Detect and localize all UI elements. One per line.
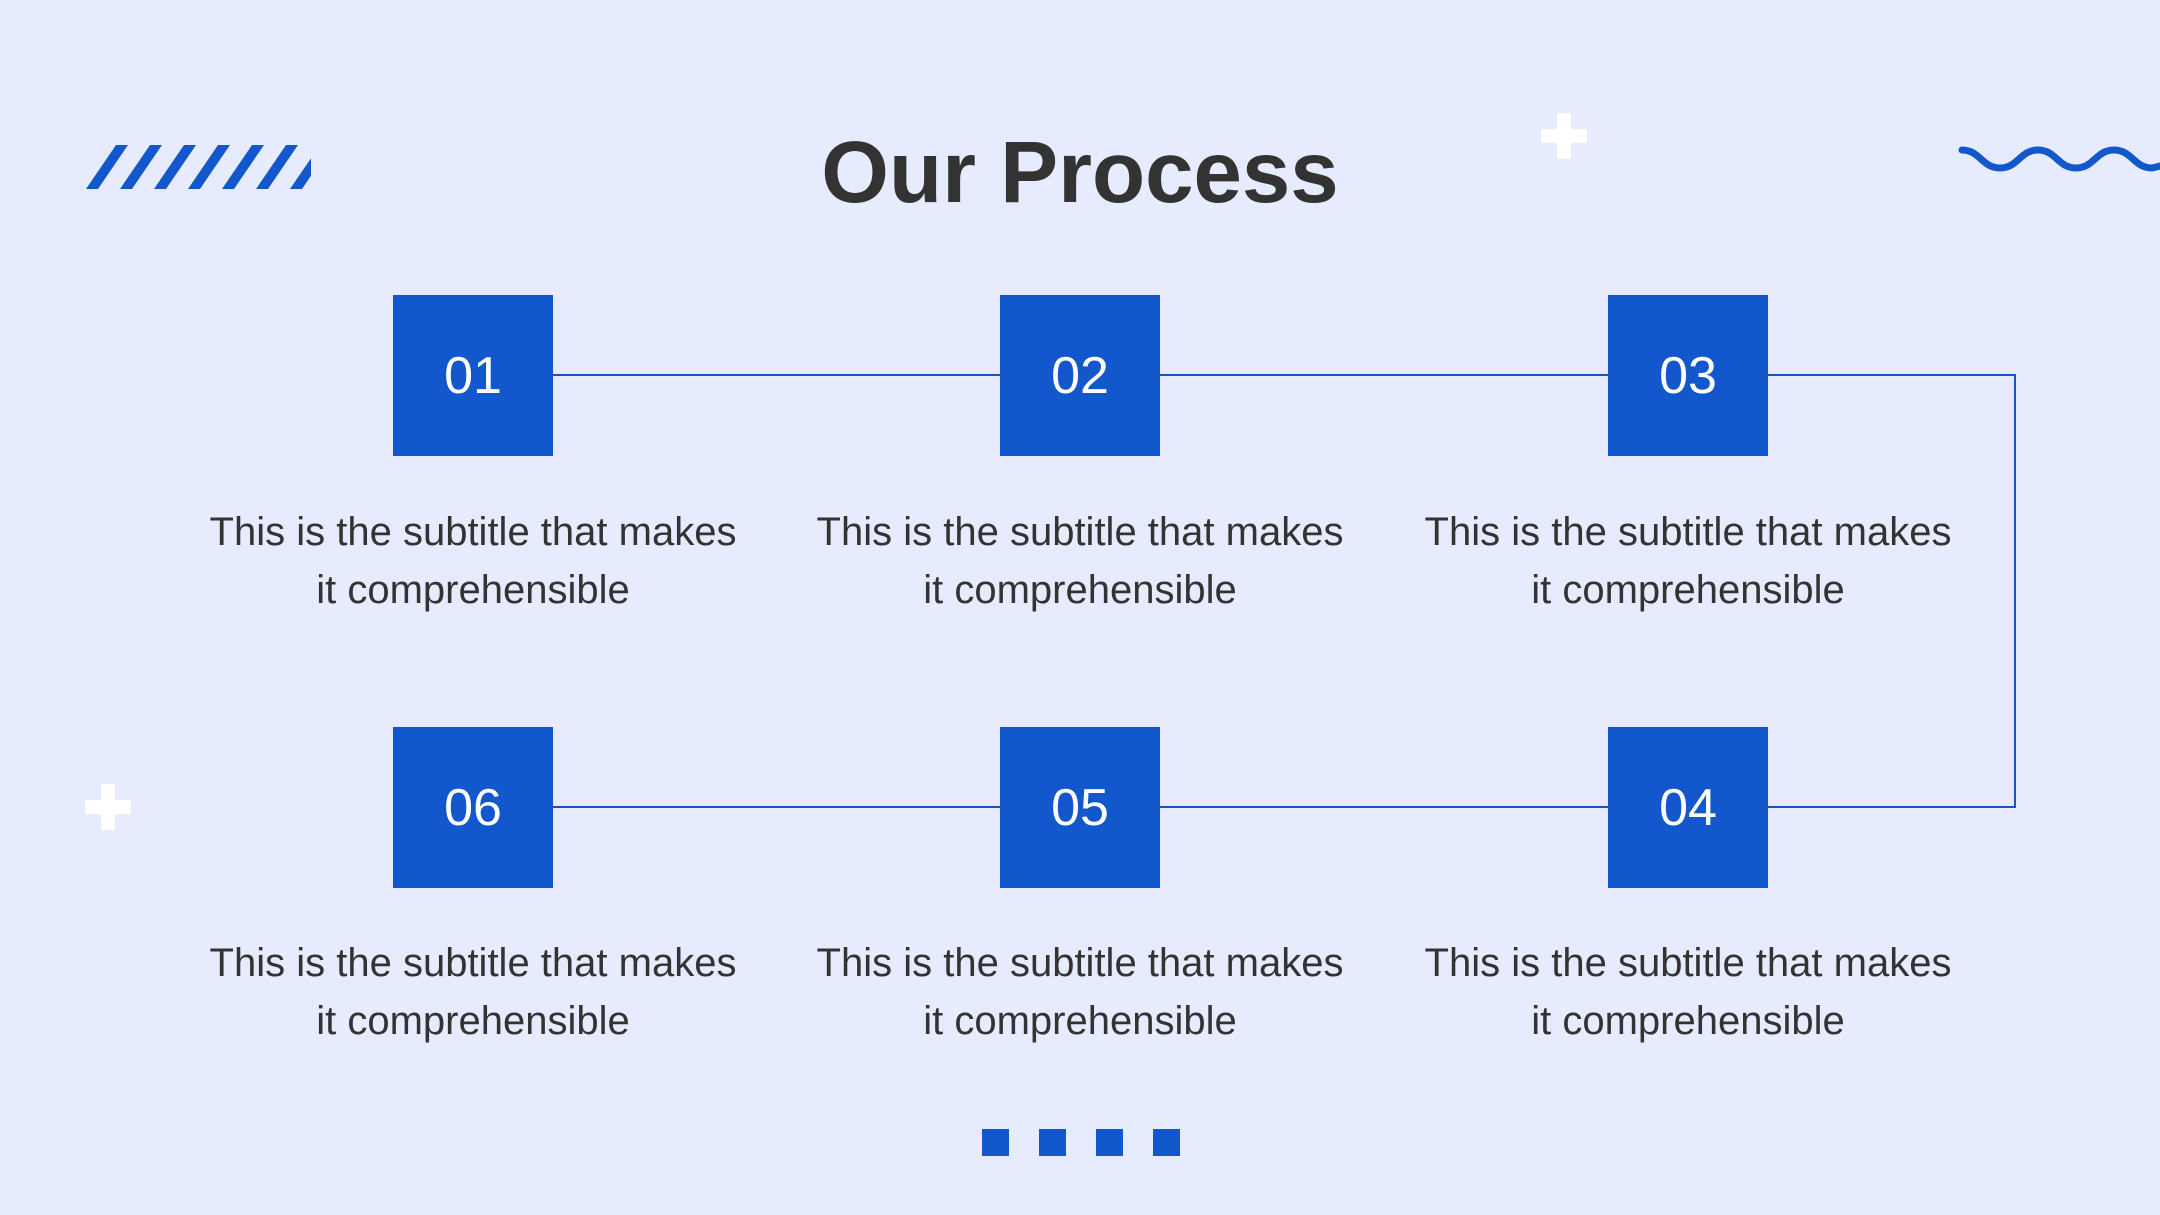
- slide-title: Our Process: [821, 124, 1339, 221]
- square-dot: [1039, 1129, 1066, 1156]
- step-number-box: 03: [1608, 295, 1768, 456]
- step-number-box: 04: [1608, 727, 1768, 888]
- step-description-line: This is the subtitle that makes: [816, 941, 1344, 985]
- square-dot: [1153, 1129, 1180, 1156]
- step-description-line: This is the subtitle that makes: [1424, 510, 1952, 554]
- step-number: 04: [1659, 778, 1717, 837]
- step-number-box: 01: [393, 295, 553, 456]
- wave-line-decoration: [1958, 146, 2160, 172]
- step-number: 03: [1659, 346, 1717, 405]
- step-description-line: it comprehensible: [923, 999, 1237, 1043]
- step-description-line: This is the subtitle that makes: [209, 941, 737, 985]
- step-description-line: This is the subtitle that makes: [816, 510, 1344, 554]
- step-number-box: 02: [1000, 295, 1160, 456]
- step-number-box: 06: [393, 727, 553, 888]
- step-description: This is the subtitle that makes it compr…: [1398, 934, 1978, 1050]
- step-description-line: This is the subtitle that makes: [209, 510, 737, 554]
- plus-icon: [85, 784, 131, 830]
- step-number-box: 05: [1000, 727, 1160, 888]
- step-description: This is the subtitle that makes it compr…: [183, 934, 763, 1050]
- step-number: 06: [444, 778, 502, 837]
- square-dots-decoration: [982, 1129, 1180, 1156]
- plus-icon: [1541, 113, 1587, 159]
- diagonal-stripes-decoration: [86, 145, 311, 189]
- step-description-line: This is the subtitle that makes: [1424, 941, 1952, 985]
- step-description: This is the subtitle that makes it compr…: [790, 934, 1370, 1050]
- square-dot: [982, 1129, 1009, 1156]
- step-description-line: it comprehensible: [923, 568, 1237, 612]
- step-description: This is the subtitle that makes it compr…: [1398, 503, 1978, 619]
- square-dot: [1096, 1129, 1123, 1156]
- step-description-line: it comprehensible: [1531, 999, 1845, 1043]
- step-number: 05: [1051, 778, 1109, 837]
- step-description-line: it comprehensible: [1531, 568, 1845, 612]
- step-description-line: it comprehensible: [316, 568, 630, 612]
- step-number: 02: [1051, 346, 1109, 405]
- step-description: This is the subtitle that makes it compr…: [183, 503, 763, 619]
- step-description: This is the subtitle that makes it compr…: [790, 503, 1370, 619]
- step-description-line: it comprehensible: [316, 999, 630, 1043]
- step-number: 01: [444, 346, 502, 405]
